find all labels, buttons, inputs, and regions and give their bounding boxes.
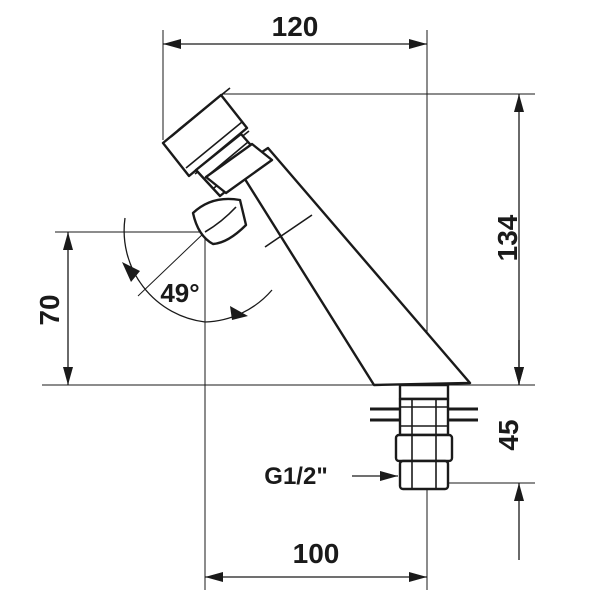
mounting-base: [370, 383, 478, 437]
thread-connector: [398, 459, 450, 491]
label-thread: G1/2": [264, 463, 327, 490]
dimension-70: [63, 232, 73, 385]
spout: [191, 197, 248, 246]
tap-barrel: [236, 146, 472, 387]
dimension-45: [514, 340, 524, 560]
tap-body: [161, 87, 478, 491]
collar-ring: [204, 142, 274, 195]
label-angle: 49°: [160, 278, 199, 308]
label-134: 134: [492, 214, 523, 261]
label-70: 70: [34, 294, 65, 325]
nut: [394, 433, 454, 463]
thread-leader: [352, 471, 398, 481]
dimension-100: [205, 572, 427, 582]
label-100: 100: [293, 538, 340, 569]
angle-dimension: [122, 217, 273, 323]
extension-lines: [42, 30, 535, 590]
label-45: 45: [493, 419, 524, 450]
label-120: 120: [272, 11, 319, 42]
dimension-120: [163, 39, 427, 49]
